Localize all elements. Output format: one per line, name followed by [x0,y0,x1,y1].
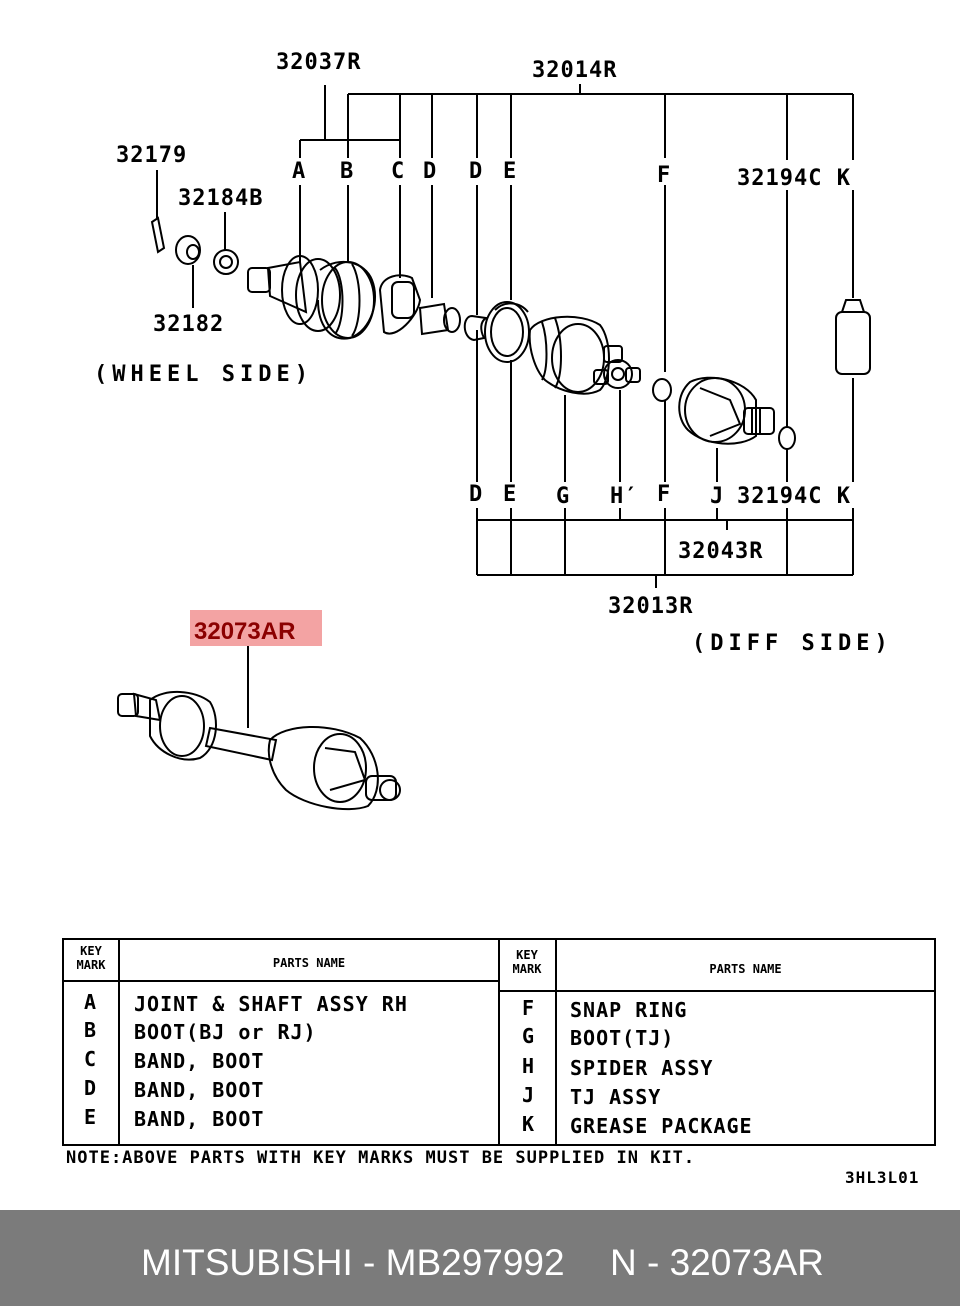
part-name-C: BAND, BOOT [134,1049,265,1073]
right-parts-name-header: PARTS NAME [709,962,782,976]
key-mark-C: C [84,1047,98,1071]
part-32013R-label: 32013R [608,594,694,619]
exploded-parts-diagram: 32037R 32014R 32179 32184B 32182 32194C … [94,50,893,811]
part-32014R-label: 32014R [532,58,618,83]
part-name-E: BAND, BOOT [134,1107,265,1131]
table-header-rule [64,980,498,982]
bottom-letter-D: D [469,482,484,507]
part-name-A: JOINT & SHAFT ASSY RH [134,992,408,1016]
table-divider [118,940,120,1144]
key-letter-E: E [503,159,518,184]
key-letter-D2: D [469,159,484,184]
footer-reference-number: N - 32073AR [610,1242,824,1283]
key-mark-A: A [84,990,98,1014]
part-32194CK-top-label: 32194C K [737,166,851,191]
bottom-letter-G: G [556,484,571,509]
part-32179-label: 32179 [116,143,188,168]
diagram-lines [117,84,871,811]
key-mark-H: H [522,1054,536,1078]
highlighted-part-number: 32073AR [194,618,296,645]
table-divider [555,940,557,1144]
key-mark-F: F [522,996,536,1020]
parts-key-table: KEY MARK PARTS NAME KEY MARK PARTS NAME … [62,938,936,1146]
key-mark-B: B [84,1018,98,1042]
wheel-side-label: (WHEEL SIDE) [94,362,313,387]
key-mark-E: E [84,1105,98,1129]
part-32037R-label: 32037R [276,50,362,75]
footer-brand-part-number: MITSUBISHI - MB297992 [141,1242,565,1283]
part-name-J: TJ ASSY [570,1085,662,1109]
part-name-D: BAND, BOOT [134,1078,265,1102]
part-name-B: BOOT(BJ or RJ) [134,1020,317,1044]
bottom-letter-H: H′ [610,484,639,509]
table-header-rule [498,990,936,992]
highlight-box [190,610,322,646]
bottom-letter-F: F [657,482,672,507]
kit-note: NOTE:ABOVE PARTS WITH KEY MARKS MUST BE … [66,1148,696,1168]
key-mark-J: J [522,1083,536,1107]
bottom-letter-J: J [710,484,725,509]
part-32194CK-bottom-label: 32194C K [737,484,851,509]
diff-side-label: (DIFF SIDE) [692,631,893,656]
key-mark-K: K [522,1112,536,1136]
part-32043R-label: 32043R [678,539,764,564]
diagram-code: 3HL3L01 [845,1168,920,1187]
key-mark-D: D [84,1076,98,1100]
part-32184B-label: 32184B [178,186,264,211]
part-32182-label: 32182 [153,312,225,337]
key-letter-F: F [657,163,672,188]
left-key-mark-header: KEY MARK [76,944,106,973]
key-mark-G: G [522,1024,536,1048]
key-letter-D1: D [423,159,438,184]
key-letter-C: C [391,159,406,184]
part-name-G: BOOT(TJ) [570,1026,675,1050]
key-letter-B: B [340,159,355,184]
part-name-F: SNAP RING [570,998,688,1022]
left-parts-name-header: PARTS NAME [272,956,346,970]
part-name-K: GREASE PACKAGE [570,1114,753,1138]
footer-bar [0,1210,960,1306]
right-key-mark-header: KEY MARK [512,948,542,977]
table-divider [498,940,500,1144]
key-letter-A: A [292,159,307,184]
bottom-letter-E: E [503,482,518,507]
part-name-H: SPIDER ASSY [570,1056,714,1080]
